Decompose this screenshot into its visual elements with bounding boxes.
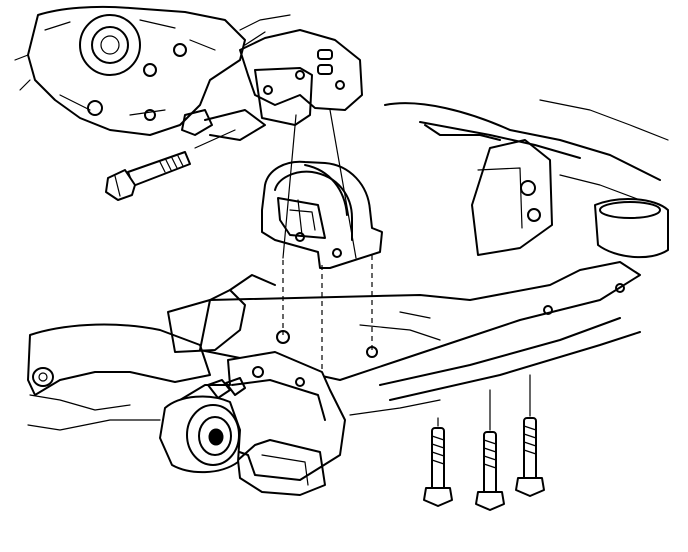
engine-cradle [27,261,641,431]
upper-bolt [105,129,236,201]
bushing [159,377,246,474]
transmission-bracket [239,14,363,126]
transmission-housing [14,5,266,141]
rear-mount-bracket [179,351,346,496]
lower-bolt-1 [423,417,453,507]
transmission-mount [261,160,383,269]
frame-rail-bracket [384,99,669,259]
lower-bolt-3 [515,374,545,497]
lower-bolts [423,374,545,511]
lower-bolt-2 [475,389,505,511]
